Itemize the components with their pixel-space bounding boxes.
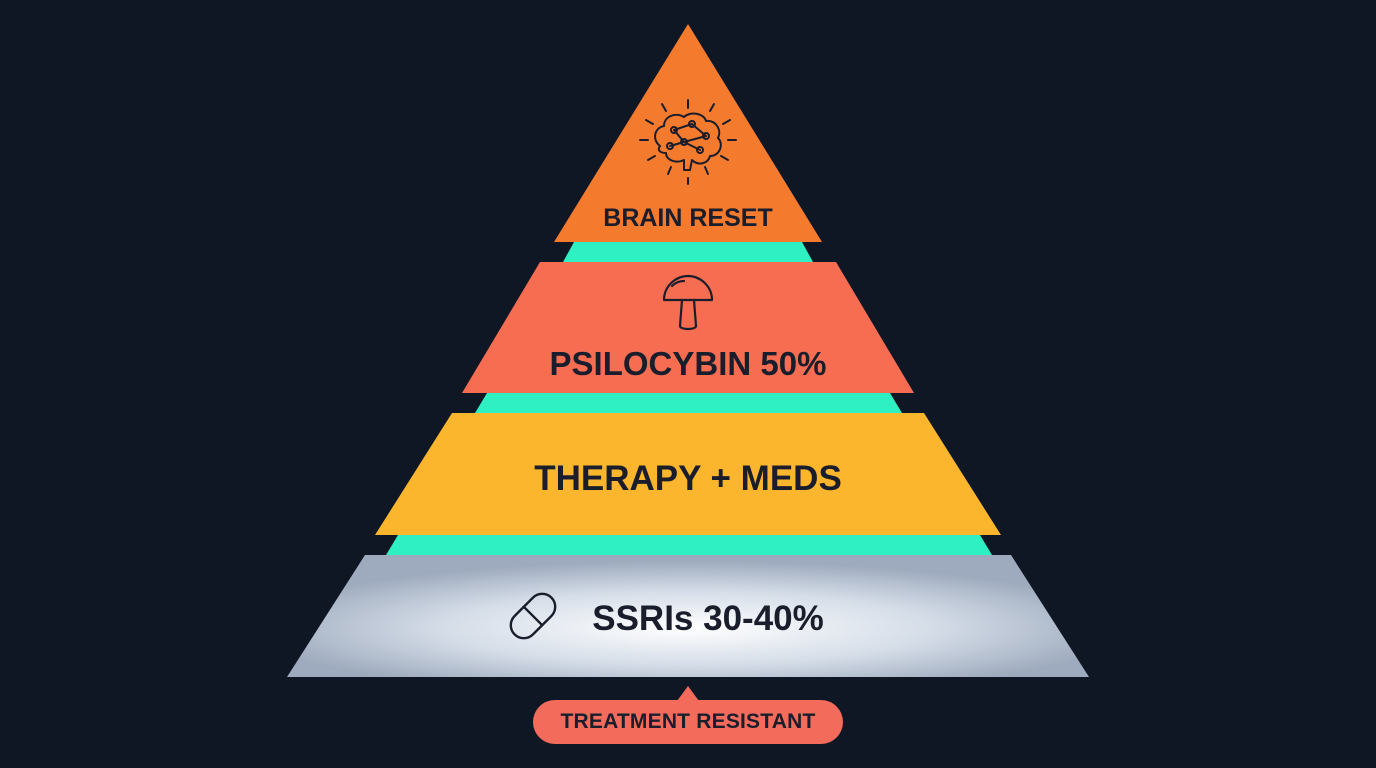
pill-capsule-icon	[509, 592, 557, 640]
separator-band-2	[475, 393, 902, 413]
separator-band-3	[386, 535, 992, 555]
separator-band-1	[563, 242, 813, 262]
tier-label-ssris: SSRIs 30-40%	[592, 599, 824, 638]
brain-network-icon	[639, 99, 737, 185]
tier-ssris	[287, 555, 1089, 677]
mushroom-icon	[662, 274, 714, 331]
tier-psilocybin	[462, 262, 914, 393]
badge-label: TREATMENT RESISTANT	[560, 710, 816, 733]
tier-label-therapy-meds: THERAPY + MEDS	[534, 459, 842, 498]
tier-label-psilocybin: PSILOCYBIN 50%	[550, 345, 827, 382]
treatment-resistant-badge: TREATMENT RESISTANT	[533, 700, 843, 744]
tier-therapy-meds	[375, 413, 1001, 535]
tier-brain-reset	[554, 24, 822, 242]
badge-pointer	[677, 686, 699, 701]
tier-label-brain-reset: BRAIN RESET	[603, 204, 772, 232]
